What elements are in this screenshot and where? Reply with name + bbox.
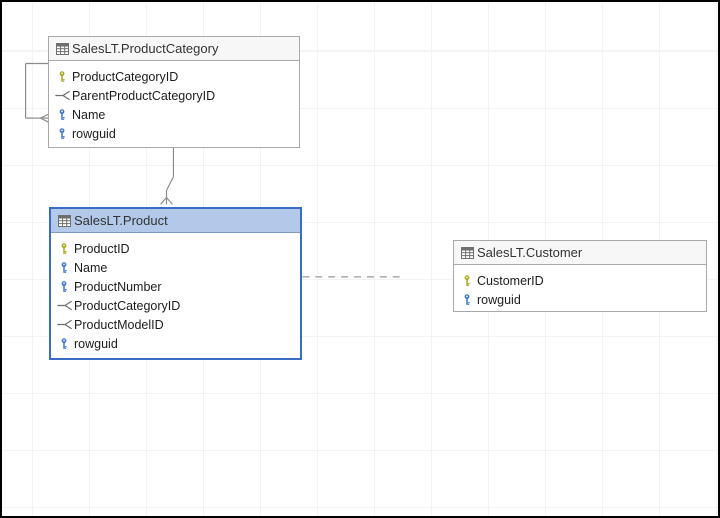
column-row[interactable]: ProductCategoryID [51,296,300,315]
foreign-key-icon [57,300,74,311]
column-row[interactable]: ParentProductCategoryID [49,86,299,105]
table-icon [461,246,474,259]
column-row[interactable]: ProductID [51,239,300,258]
table-header[interactable]: SalesLT.Customer [454,241,706,265]
column-row[interactable]: Name [51,258,300,277]
unique-key-icon [57,337,74,350]
column-name: rowguid [74,336,118,351]
table-title: SalesLT.ProductCategory [72,41,219,56]
table-node[interactable]: SalesLT.Customer CustomerID rowguid [453,240,707,312]
column-name: rowguid [477,292,521,307]
column-name: ProductID [74,241,130,256]
table-header[interactable]: SalesLT.Product [51,209,300,233]
column-name: Name [74,260,108,275]
table-header[interactable]: SalesLT.ProductCategory [49,37,299,61]
table-node[interactable]: SalesLT.ProductCategory ProductCategoryI… [48,36,300,148]
column-row[interactable]: CustomerID [454,271,706,290]
primary-key-icon [57,242,74,255]
column-name: ProductCategoryID [74,298,181,313]
column-name: ProductCategoryID [72,69,179,84]
table-icon [58,214,71,227]
table-columns: CustomerID rowguid [454,265,706,313]
unique-key-icon [55,127,72,140]
table-columns: ProductID Name ProductNumber ProductCate… [51,233,300,357]
column-name: Name [72,107,106,122]
column-row[interactable]: rowguid [49,124,299,143]
column-name: CustomerID [477,273,544,288]
column-row[interactable]: ProductCategoryID [49,67,299,86]
unique-key-icon [460,293,477,306]
column-name: rowguid [72,126,116,141]
unique-key-icon [55,108,72,121]
unique-key-icon [57,280,74,293]
column-name: ProductNumber [74,279,162,294]
relationship-product-category-self-reference[interactable] [25,62,49,123]
column-row[interactable]: ProductNumber [51,277,300,296]
foreign-key-icon [55,90,72,101]
primary-key-icon [460,274,477,287]
primary-key-icon [55,70,72,83]
column-row[interactable]: rowguid [51,334,300,353]
column-row[interactable]: Name [49,105,299,124]
unique-key-icon [57,261,74,274]
table-title: SalesLT.Customer [477,245,583,260]
table-title: SalesLT.Product [74,213,168,228]
column-row[interactable]: ProductModelID [51,315,300,334]
relationship-product-category-to-product[interactable] [160,146,175,205]
table-node[interactable]: SalesLT.Product ProductID Name ProductNu… [49,207,302,360]
table-columns: ProductCategoryID ParentProductCategoryI… [49,61,299,147]
column-name: ProductModelID [74,317,164,332]
column-name: ParentProductCategoryID [72,88,216,103]
table-icon [56,42,69,55]
column-row[interactable]: rowguid [454,290,706,309]
foreign-key-icon [57,319,74,330]
